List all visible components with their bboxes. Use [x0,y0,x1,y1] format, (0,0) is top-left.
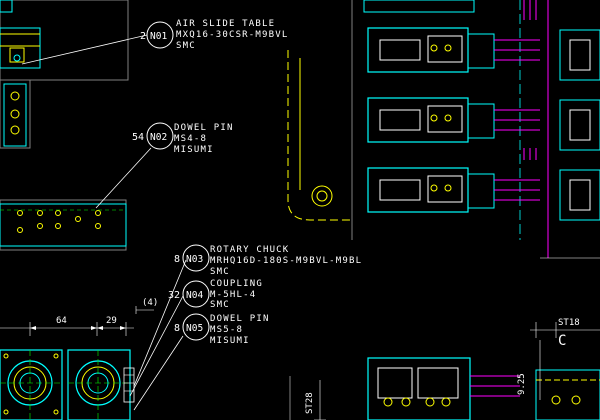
balloon-n03[interactable] [182,244,210,272]
balloon-n01-qty: 2 [140,31,146,42]
n01-name: AIR SLIDE TABLE [176,19,275,29]
balloon-n01[interactable] [146,21,174,49]
dim-st18: ST18 [558,318,580,328]
dim-29: 29 [106,316,117,326]
n04-model: M-5HL-4 [210,290,256,300]
balloon-n05-id: N05 [186,323,203,334]
n05-model: MS5-8 [210,325,243,335]
balloon-n02-id: N02 [150,132,167,143]
n01-maker: SMC [176,41,196,51]
bottom-right-assembly [289,322,600,420]
balloon-n05-qty: 8 [174,323,180,334]
n02-name: DOWEL PIN [174,123,234,133]
balloon-n02[interactable] [146,122,174,150]
dim-c: C [558,333,566,349]
chuck-left [0,349,63,420]
balloon-n03-qty: 8 [174,254,180,265]
balloon-n04-id: N04 [186,290,203,301]
n02-maker: MISUMI [174,145,214,155]
n04-name: COUPLING [210,279,263,289]
dim-4: (4) [142,298,158,308]
dowel-plate [0,199,127,251]
dim-64: 64 [56,316,67,326]
left-top-fixture [0,0,129,81]
n03-maker: SMC [210,267,230,277]
dim-st28: ST28 [305,392,315,414]
frame-yellow [287,50,350,221]
n03-model: MRHQ16D-180S-M9BVL-M9BL [210,256,362,266]
n05-name: DOWEL PIN [210,314,270,324]
balloon-n04-qty: 32 [168,290,180,301]
bottom-dimension-lines [0,306,154,336]
balloon-n01-id: N01 [150,31,167,42]
n03-name: ROTARY CHUCK [210,245,289,255]
n05-maker: MISUMI [210,336,250,346]
actuator-stack [351,0,600,259]
dim-9-25: 9.25 [517,373,527,395]
chuck-right [67,349,135,420]
balloon-n04[interactable] [182,280,210,308]
n01-model: MXQ16-30CSR-M9BVL [176,30,289,40]
n02-model: MS4-8 [174,134,207,144]
balloon-n05[interactable] [182,313,210,341]
left-column-part [0,79,31,149]
balloon-n03-id: N03 [186,254,203,265]
leader-lines [21,34,187,411]
n04-maker: SMC [210,300,230,310]
balloon-n02-qty: 54 [132,132,144,143]
